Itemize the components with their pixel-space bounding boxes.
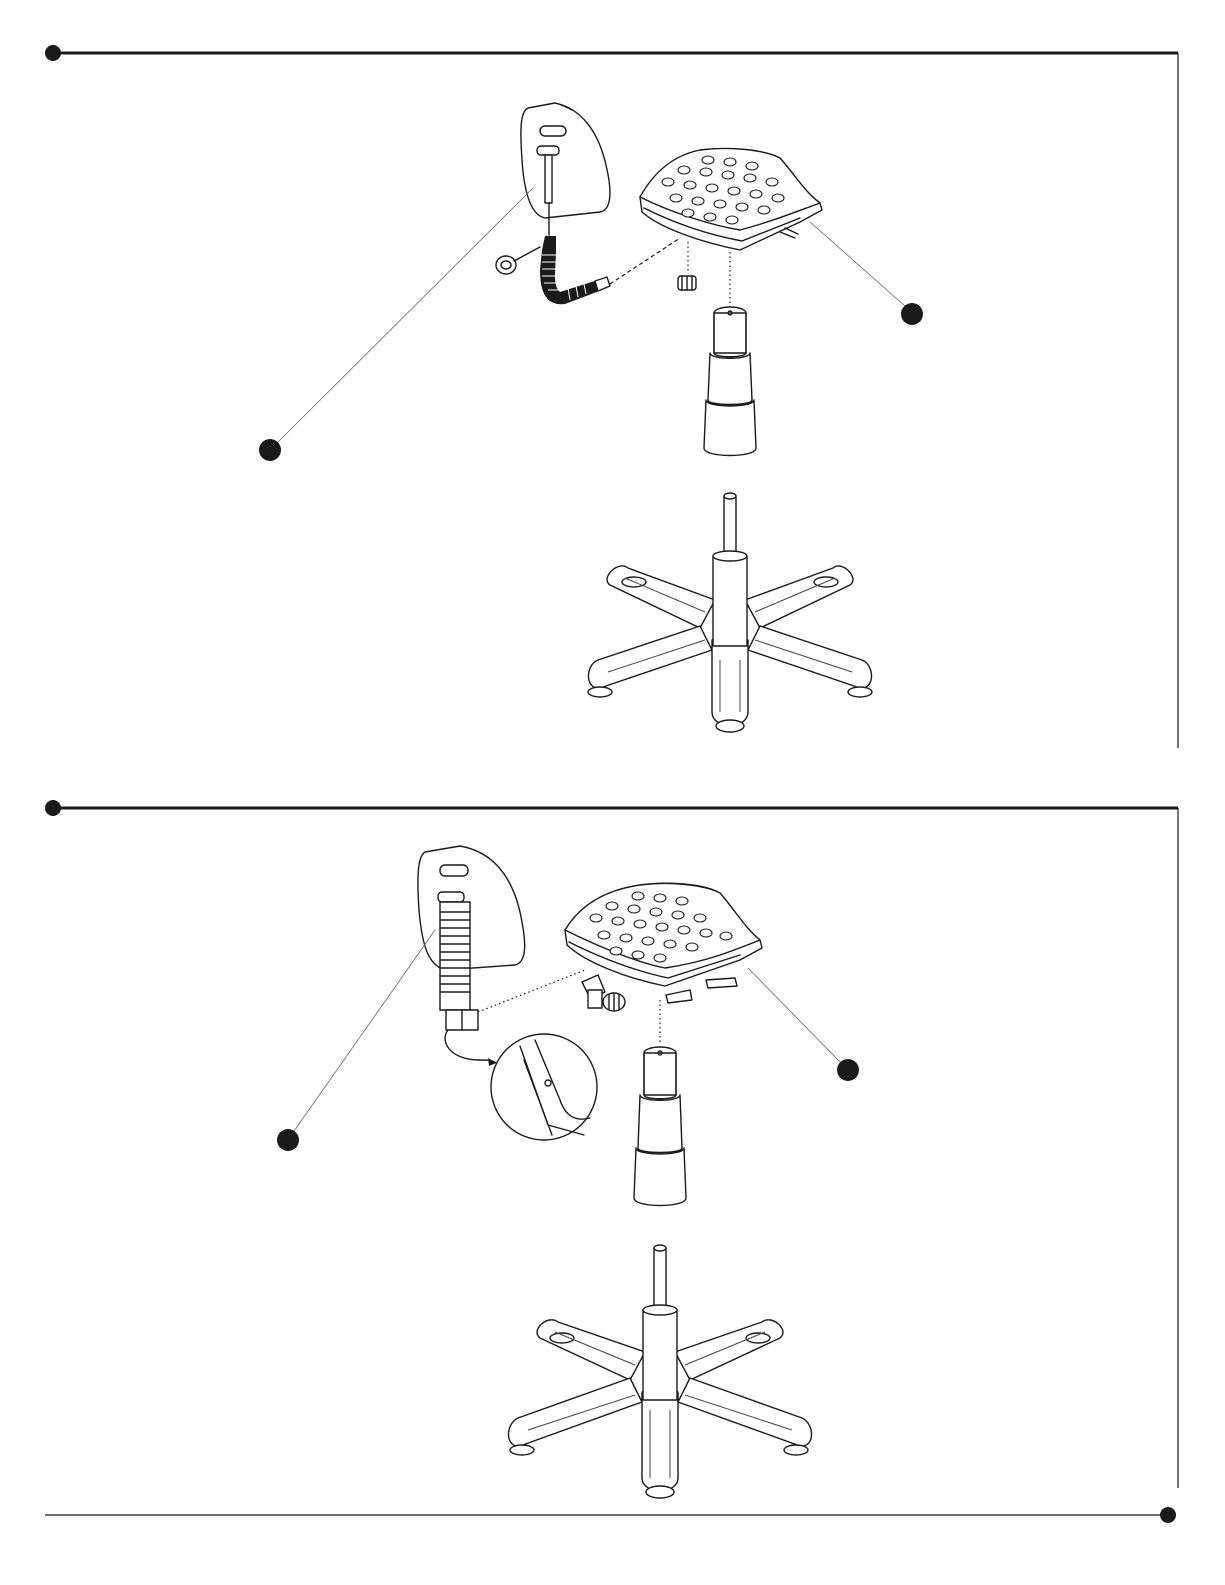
step-2-callout-backrest xyxy=(277,930,435,1151)
step-2-detail-view xyxy=(491,1034,597,1140)
step-1-illustration xyxy=(259,103,923,732)
step-2-backrest xyxy=(418,846,525,970)
step-1-marker-dot xyxy=(45,45,61,61)
step-1-frame xyxy=(45,45,1178,748)
step-2-insertion-line xyxy=(478,970,585,1012)
step-2-base xyxy=(508,1245,811,1498)
page-footer-rule xyxy=(45,1507,1176,1523)
step-1-insertion-line xyxy=(610,238,680,284)
footer-marker-dot xyxy=(1160,1507,1176,1523)
step-2-callout-seat xyxy=(748,968,859,1081)
step-1-seat xyxy=(640,148,822,290)
step-1-base xyxy=(588,493,872,732)
step-1-callout-seat xyxy=(810,222,923,325)
step-2-marker-dot xyxy=(45,800,61,816)
callout-marker xyxy=(259,439,281,461)
step-1-knob-left xyxy=(496,247,540,274)
step-1-backrest xyxy=(521,103,610,218)
step-1-callout-backrest xyxy=(259,188,533,461)
callout-marker xyxy=(837,1059,859,1081)
step-1-gas-cylinder xyxy=(704,252,756,456)
step-2-illustration xyxy=(277,846,859,1498)
callout-marker xyxy=(901,303,923,325)
step-1-backrest-bracket xyxy=(540,203,610,304)
step-2-seat xyxy=(565,883,762,1011)
step-2-gas-cylinder xyxy=(634,1000,686,1206)
callout-marker xyxy=(277,1129,299,1151)
